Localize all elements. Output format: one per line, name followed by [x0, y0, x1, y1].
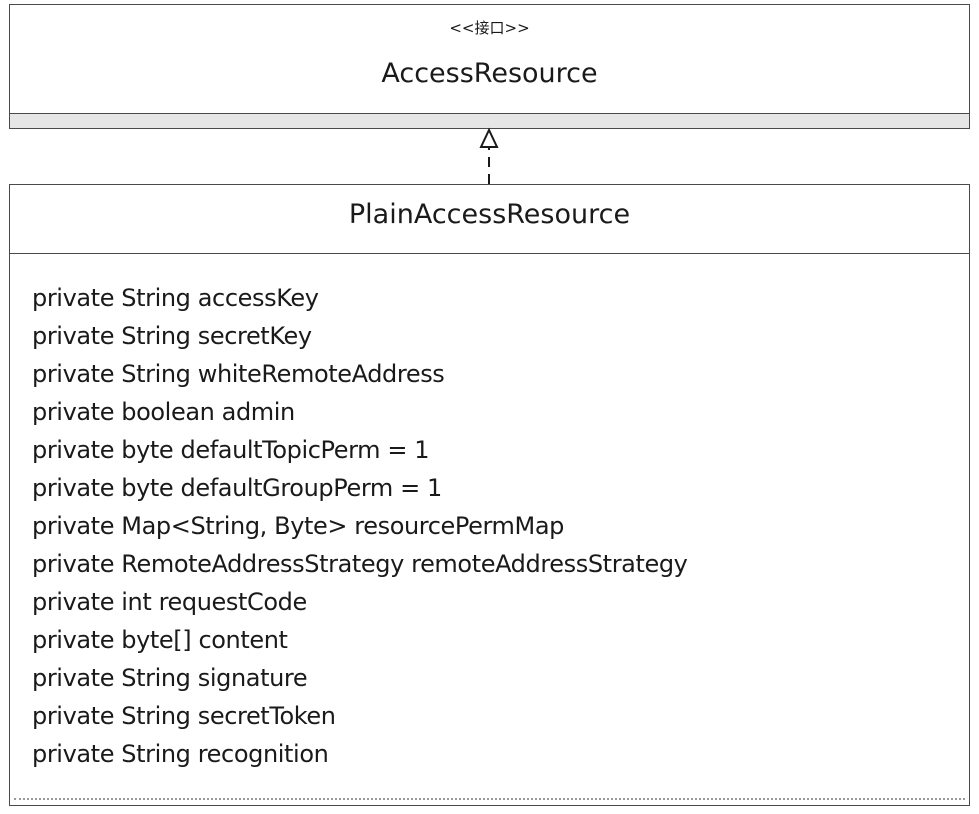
attribute-item: private String secretKey — [32, 322, 312, 350]
interface-members-compartment — [10, 114, 969, 128]
attribute-item: private String whiteRemoteAddress — [32, 360, 445, 388]
class-box[interactable]: PlainAccessResource private String acces… — [9, 184, 970, 806]
interface-name: AccessResource — [381, 58, 598, 89]
class-methods-divider — [14, 798, 965, 800]
attribute-item: private byte defaultGroupPerm = 1 — [32, 474, 442, 502]
attribute-item: private byte[] content — [32, 626, 288, 654]
attribute-item: private Map<String, Byte> resourcePermMa… — [32, 512, 564, 540]
interface-header: <<接口>> AccessResource — [10, 5, 969, 114]
interface-stereotype: <<接口>> — [449, 19, 530, 37]
attribute-item: private String secretToken — [32, 702, 336, 730]
interface-box[interactable]: <<接口>> AccessResource — [9, 4, 970, 129]
realization-arrowhead — [479, 127, 499, 148]
class-name: PlainAccessResource — [348, 199, 631, 230]
attribute-item: private byte defaultTopicPerm = 1 — [32, 436, 430, 464]
attribute-item: private String recognition — [32, 740, 329, 768]
attribute-item: private RemoteAddressStrategy remoteAddr… — [32, 550, 688, 578]
attribute-list: private String accessKey private String … — [32, 279, 688, 773]
attribute-item: private String accessKey — [32, 284, 319, 312]
attribute-item: private String signature — [32, 664, 308, 692]
attribute-item: private boolean admin — [32, 398, 295, 426]
attribute-item: private int requestCode — [32, 588, 307, 616]
class-header: PlainAccessResource — [10, 185, 969, 254]
